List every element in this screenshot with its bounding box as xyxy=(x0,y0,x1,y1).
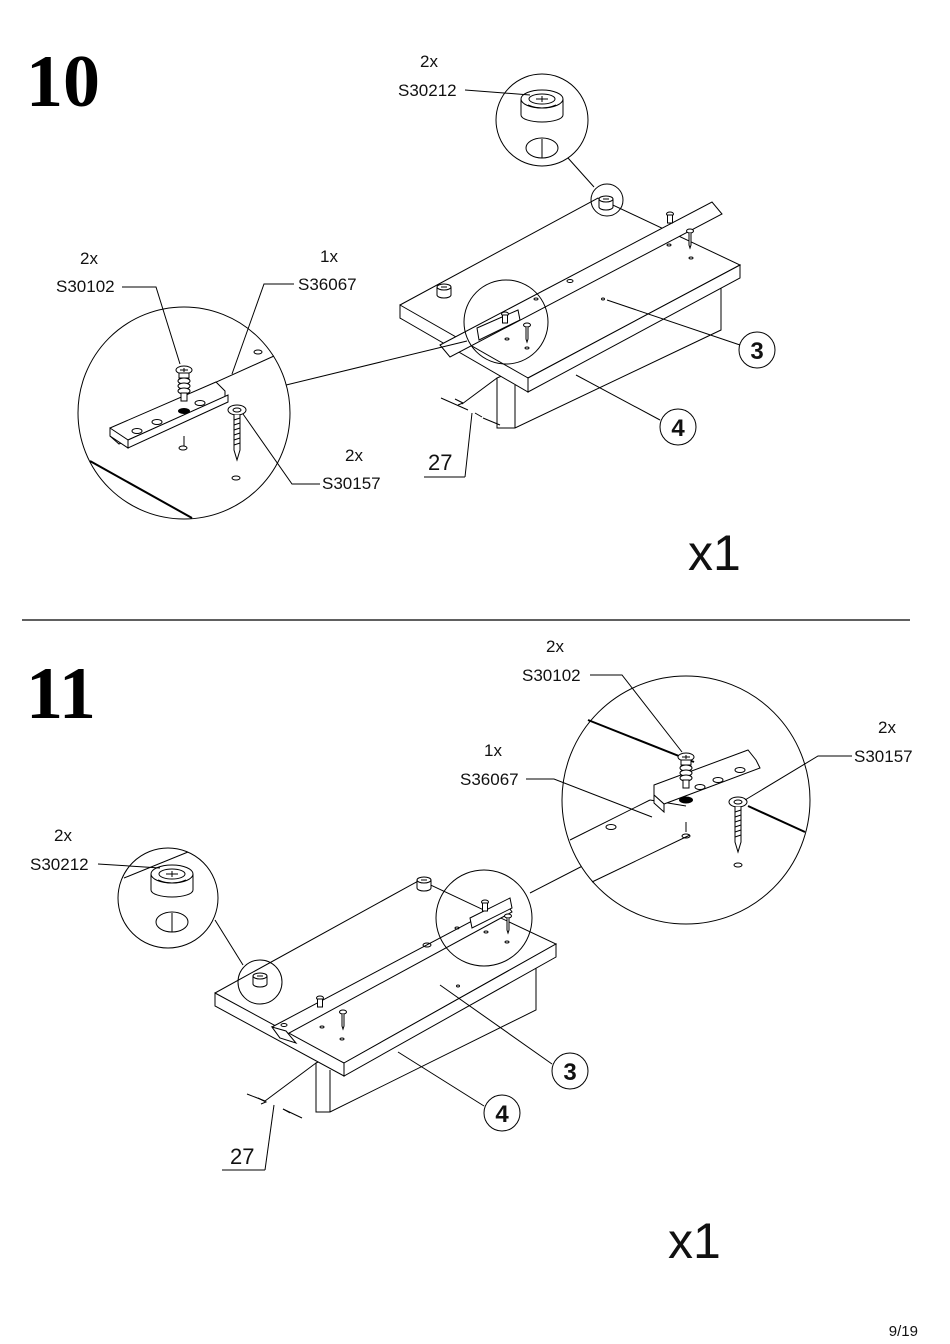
fitting-labels: 2x S30102 1x S36067 2x S30157 xyxy=(56,247,381,493)
callout-number: 3 xyxy=(563,1059,576,1086)
fitting-labels: 2x S30102 1x S36067 2x S30157 xyxy=(460,637,913,818)
cam-code: S30212 xyxy=(398,81,457,100)
callout-number: 3 xyxy=(750,338,763,365)
dimension-label: 27 xyxy=(230,1144,254,1169)
cam-detail-bubble: 2x S30212 xyxy=(30,826,244,966)
step-number: 11 xyxy=(26,653,96,735)
bracket-detail-bubble xyxy=(77,306,468,520)
step-10: 10 xyxy=(26,41,776,581)
bolt-code: S30102 xyxy=(56,277,115,296)
callout-number: 4 xyxy=(671,415,685,442)
step-11: 11 xyxy=(26,637,913,1269)
part-callout-3: 3 xyxy=(606,299,776,369)
bolt-qty: 2x xyxy=(546,637,564,656)
bracket-qty: 1x xyxy=(320,247,338,266)
multiplier: x1 xyxy=(688,525,741,581)
dimension-27: 27 xyxy=(222,1062,317,1171)
cam-code: S30212 xyxy=(30,855,89,874)
page-number: 9/19 xyxy=(889,1323,918,1340)
dimension-label: 27 xyxy=(428,450,452,475)
screw-qty: 2x xyxy=(878,718,896,737)
screw-code: S30157 xyxy=(322,474,381,493)
part-callout-4: 4 xyxy=(397,1051,521,1132)
cam-qty: 2x xyxy=(420,52,438,71)
cam-qty: 2x xyxy=(54,826,72,845)
callout-number: 4 xyxy=(495,1101,509,1128)
bolt-qty: 2x xyxy=(80,249,98,268)
step-number: 10 xyxy=(26,41,100,123)
bracket-code: S36067 xyxy=(460,770,519,789)
bolt-code: S30102 xyxy=(522,666,581,685)
board-assembly xyxy=(399,183,742,429)
screw-code: S30157 xyxy=(854,747,913,766)
part-callout-4: 4 xyxy=(575,374,697,446)
multiplier: x1 xyxy=(668,1213,721,1269)
board-assembly xyxy=(214,869,558,1113)
bracket-code: S36067 xyxy=(298,275,357,294)
bracket-qty: 1x xyxy=(484,741,502,760)
screw-qty: 2x xyxy=(345,446,363,465)
cam-detail-bubble: 2x S30212 xyxy=(398,52,595,188)
dimension-27: 27 xyxy=(424,377,501,478)
bracket-detail-bubble xyxy=(529,675,811,925)
part-callout-3: 3 xyxy=(439,984,589,1090)
